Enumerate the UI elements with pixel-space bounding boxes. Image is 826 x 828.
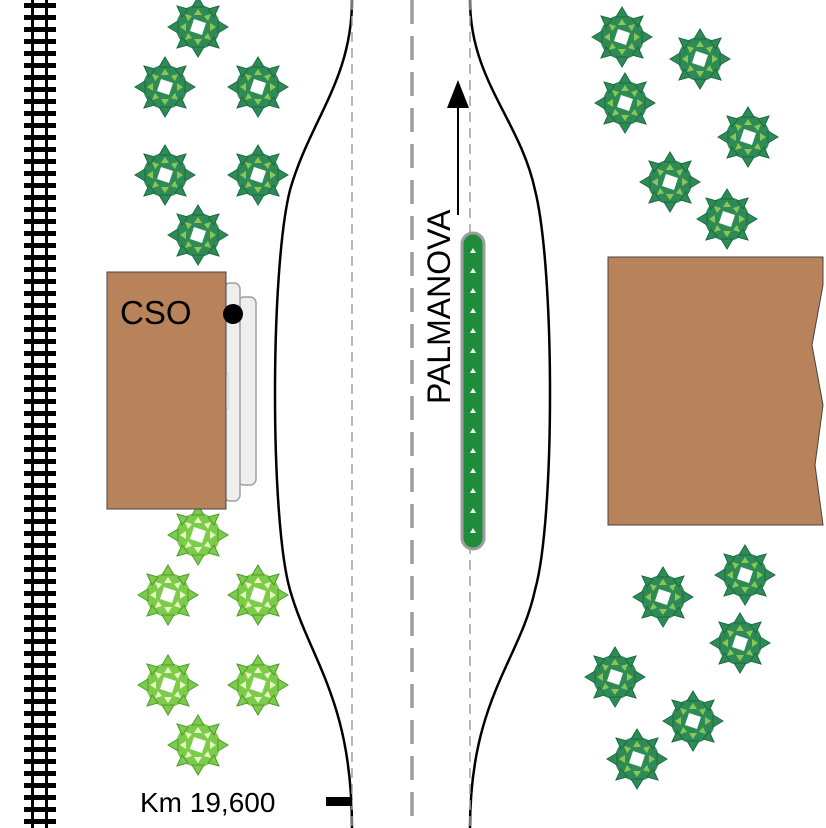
road-edges [273, 0, 552, 828]
station-label: CSO [120, 294, 192, 331]
direction-label: PALMANOVA [421, 209, 457, 404]
kilometer-label: Km 19,600 [140, 787, 275, 818]
building-right [607, 256, 824, 526]
tree-group-left-top [134, 0, 289, 266]
median-island [460, 231, 486, 551]
direction-arrow [447, 80, 469, 215]
kilometer-marker [326, 797, 352, 806]
railway-track [24, 0, 56, 828]
tree-group-right-bottom [584, 544, 776, 790]
tree-group-right-top [591, 6, 779, 250]
tree-group-left-bottom [137, 504, 289, 776]
station-marker [223, 304, 243, 324]
lane-markings [351, 0, 471, 828]
building-left [106, 271, 227, 510]
